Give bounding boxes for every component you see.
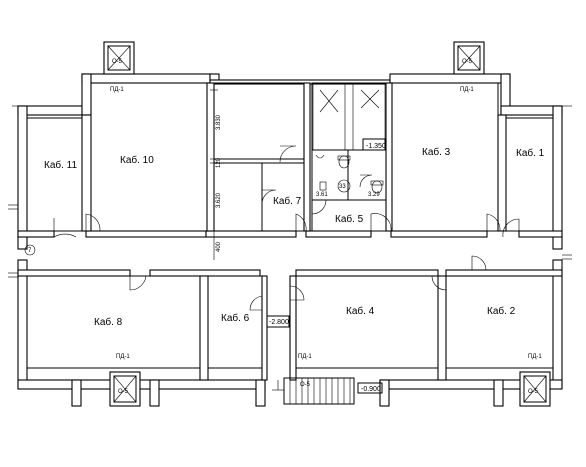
level-mark-0900: -0.900 <box>361 386 381 393</box>
room-label-kab5: Каб. 5 <box>335 213 364 225</box>
doors <box>53 145 520 311</box>
vent-label-pd-bottom-right: ПД-1 <box>528 354 542 360</box>
room-label-kab7: Каб. 7 <box>273 195 302 207</box>
dimension-361: 3.61 <box>316 192 328 198</box>
room-label-kab8: Каб. 8 <box>94 316 123 328</box>
dimension-329: 3.29 <box>368 192 380 198</box>
outer-walls <box>17 73 563 390</box>
dimension-120: 120 <box>216 157 222 168</box>
meter-marker: 33 <box>339 184 346 190</box>
axis-marker: 7 <box>28 248 32 254</box>
dimension-400: 400 <box>216 241 222 252</box>
bottom-row-walls <box>17 269 563 381</box>
room-label-kab11: Каб. 11 <box>44 159 77 171</box>
top-row-walls <box>17 82 563 238</box>
level-mark-2800: -2.800 <box>269 319 289 326</box>
dimension-lines <box>210 86 218 260</box>
vent-label-pd-top-left: ПД-1 <box>110 87 124 93</box>
dimension-3830: 3.830 <box>216 114 222 130</box>
stair <box>272 377 355 405</box>
vent-label-o5-top-left: О-5 <box>112 59 123 65</box>
dimension-3620: 3.620 <box>216 192 222 208</box>
vent-label-o5-bottom-left: О-5 <box>118 389 129 395</box>
windows <box>8 105 572 278</box>
room-label-kab6: Каб. 6 <box>221 312 250 324</box>
fixtures <box>24 138 386 394</box>
vent-label-o5-bottom-middle: О-5 <box>300 382 311 388</box>
room-label-kab3: Каб. 3 <box>422 146 451 158</box>
room-label-kab2: Каб. 2 <box>487 305 516 317</box>
vent-label-o5-top-right: О-5 <box>462 59 473 65</box>
level-mark-1350: -1.350 <box>366 143 386 150</box>
vent-label-o5-bottom-right: О-5 <box>528 389 539 395</box>
vent-shafts <box>103 41 551 407</box>
room-label-kab4: Каб. 4 <box>346 305 375 317</box>
vent-label-pd-top-right: ПД-1 <box>460 87 474 93</box>
room-label-kab10: Каб. 10 <box>120 154 154 166</box>
vent-label-pd-bottom-left: ПД-1 <box>116 354 130 360</box>
vent-label-pd-bottom-middle: ПД-1 <box>298 354 312 360</box>
room-label-kab1: Каб. 1 <box>516 147 545 159</box>
